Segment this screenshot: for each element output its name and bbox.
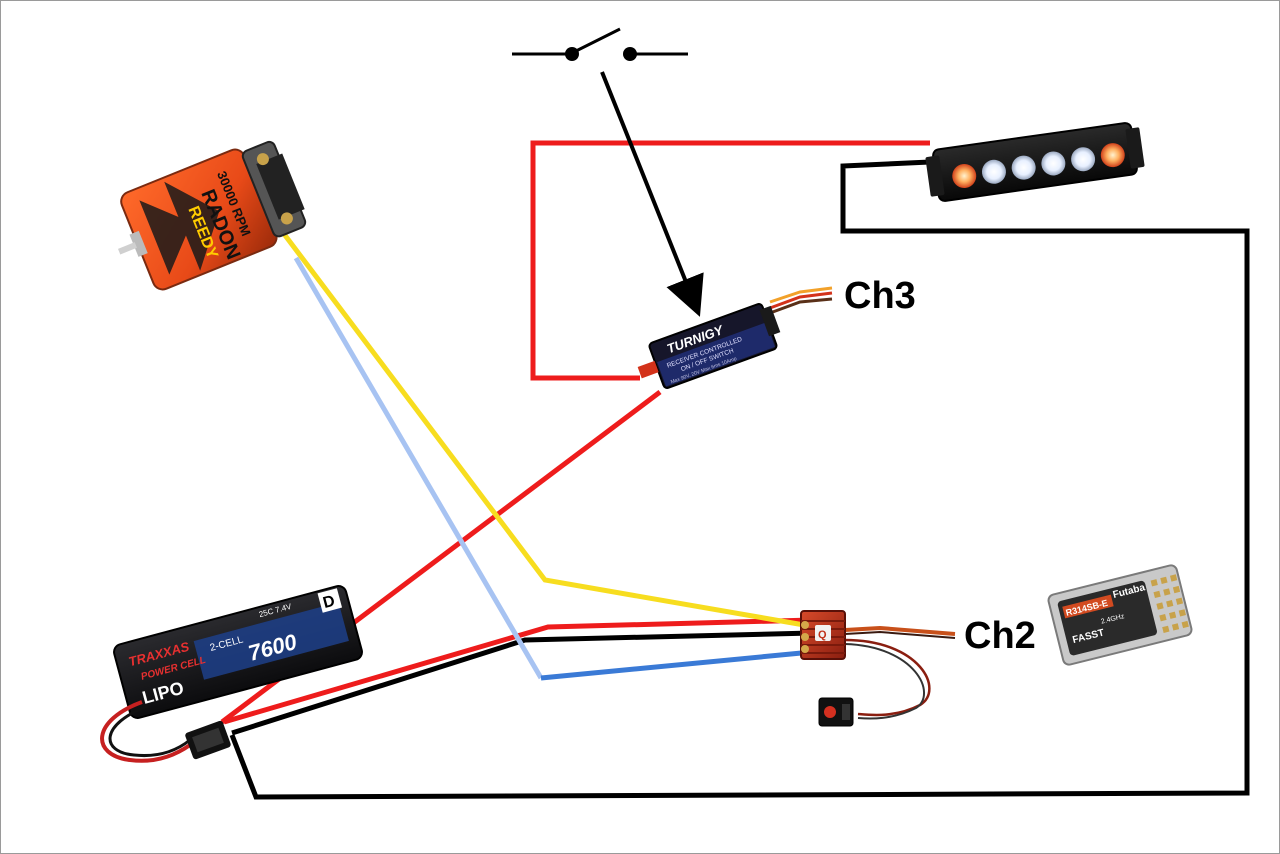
battery-lead-red	[100, 700, 192, 763]
black-ground-wire	[229, 159, 1250, 800]
esc-unit: Q	[800, 610, 846, 660]
channel-2-label: Ch2	[964, 615, 1036, 657]
battery-connector	[185, 720, 231, 760]
motor-yellow-wire	[273, 220, 811, 629]
esc-ch2-lead-dark	[844, 630, 956, 639]
battery-pack: TRAXXAS POWER CELL LIPO 2-CELL 7600 25C …	[113, 585, 363, 719]
switched-red-wire	[530, 140, 930, 381]
wires	[220, 140, 1250, 800]
esc-switch-lead	[844, 638, 931, 717]
battery-to-esc-black-wire	[231, 630, 813, 736]
battery-to-esc-red-wire	[223, 617, 813, 725]
esc-ch2-lead	[844, 625, 956, 636]
switch-arrow	[600, 71, 704, 317]
led-amber-left	[952, 163, 977, 188]
light-bar	[925, 122, 1145, 202]
motor-icon: REEDY RADON 30000 RPM	[118, 140, 307, 291]
switch-symbol	[512, 27, 704, 317]
channel-3-label: Ch3	[844, 275, 916, 317]
svg-text:Q: Q	[818, 629, 827, 641]
svg-text:D: D	[321, 593, 337, 612]
switch-module: TURNIGY RECEIVER CONTROLLED ON / OFF SWI…	[637, 303, 781, 389]
led-amber-right	[1100, 143, 1125, 168]
motor-light-blue-wire	[293, 256, 544, 680]
receiver: R314SB-E Futaba FASST 2.4GHz	[1047, 564, 1193, 666]
esc-power-switch[interactable]	[818, 697, 854, 727]
switch-ch3-lead	[769, 286, 833, 304]
esc-blue-wire	[540, 649, 813, 681]
